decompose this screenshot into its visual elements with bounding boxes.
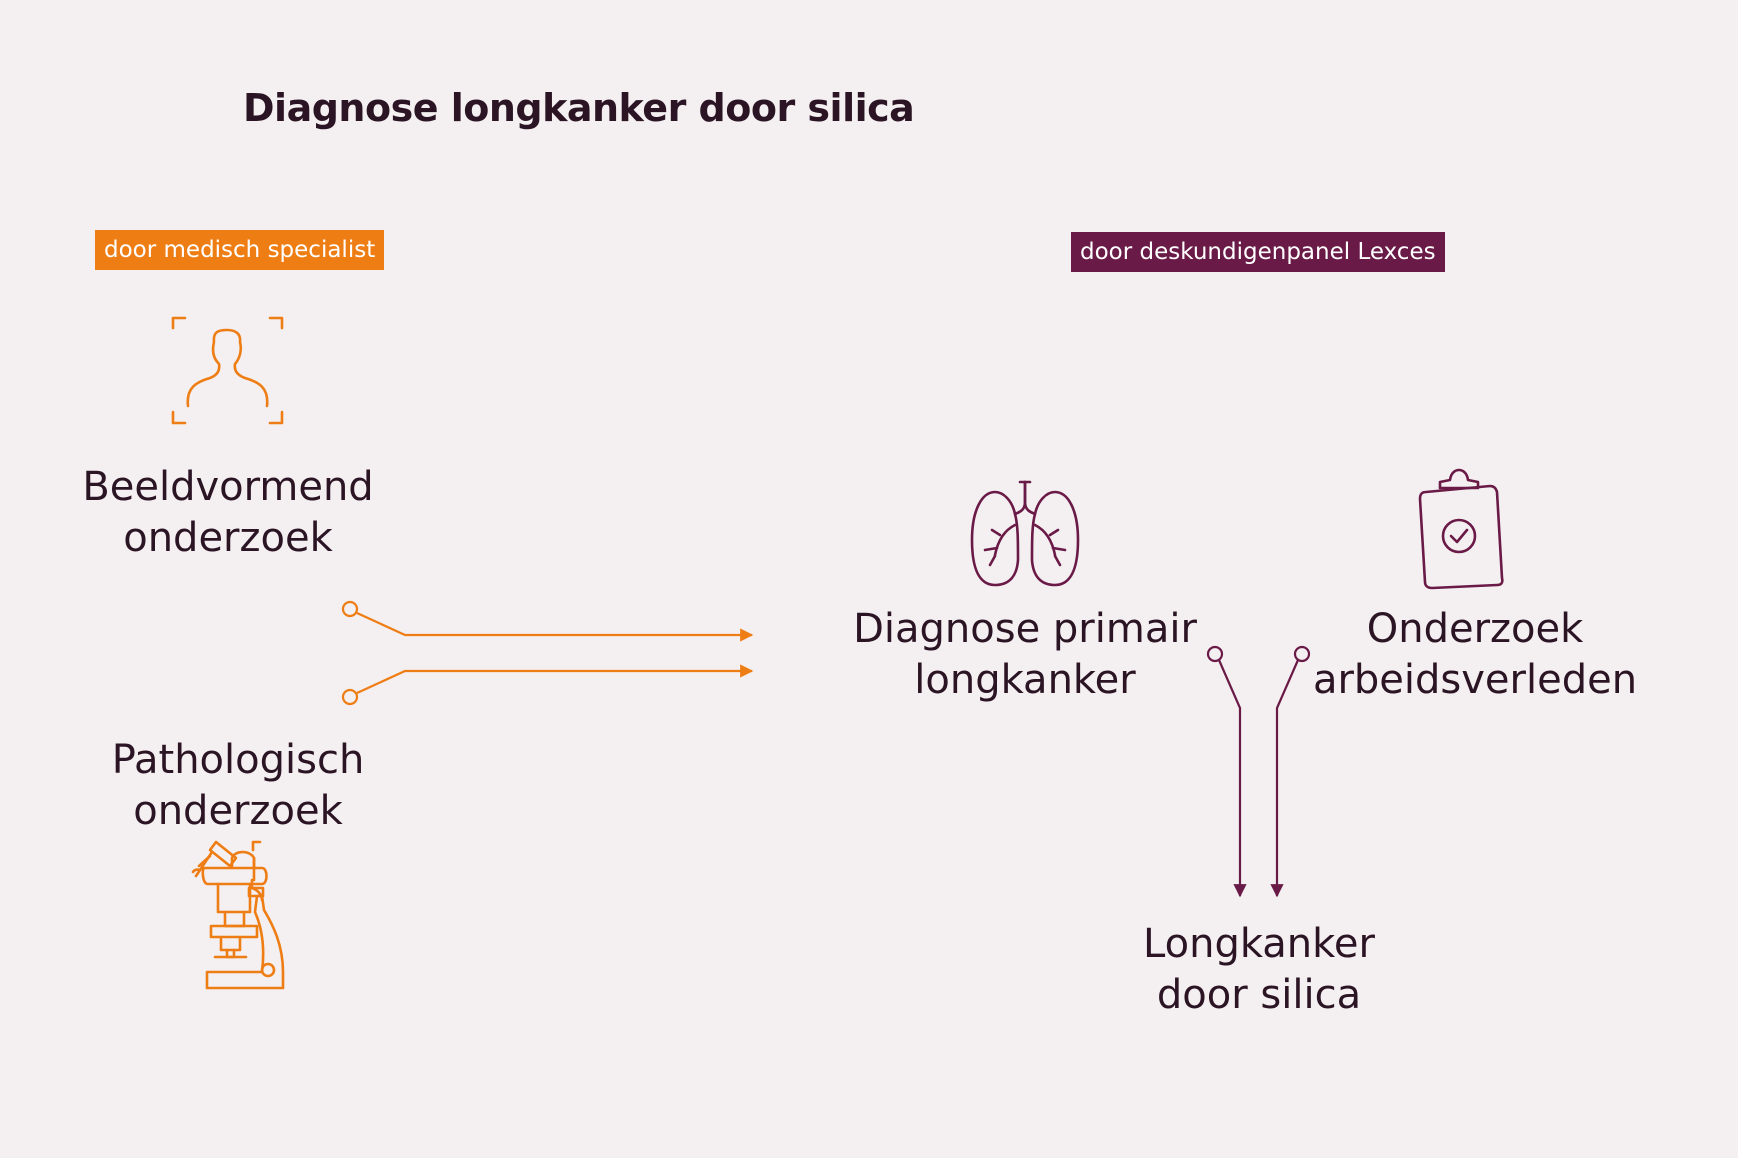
orange-connectors	[341, 600, 754, 706]
clipboard-check-icon	[1418, 468, 1504, 590]
expert-panel-badge: door deskundigenpanel Lexces	[1071, 232, 1445, 272]
primary-lung-cancer-label: Diagnose primair longkanker	[853, 606, 1197, 703]
purple-connectors	[1206, 645, 1311, 898]
result-label: Longkanker door silica	[1143, 921, 1375, 1018]
pathology-label: Pathologisch onderzoek	[111, 737, 365, 834]
imaging-label: Beeldvormend onderzoek	[82, 464, 374, 561]
microscope-icon	[191, 840, 285, 990]
person-scan-icon	[171, 316, 284, 425]
work-history-label: Onderzoek arbeidsverleden	[1312, 606, 1638, 703]
lungs-icon	[970, 480, 1080, 587]
page-title: Diagnose longkanker door silica	[243, 86, 915, 130]
specialist-badge: door medisch specialist	[95, 230, 385, 270]
